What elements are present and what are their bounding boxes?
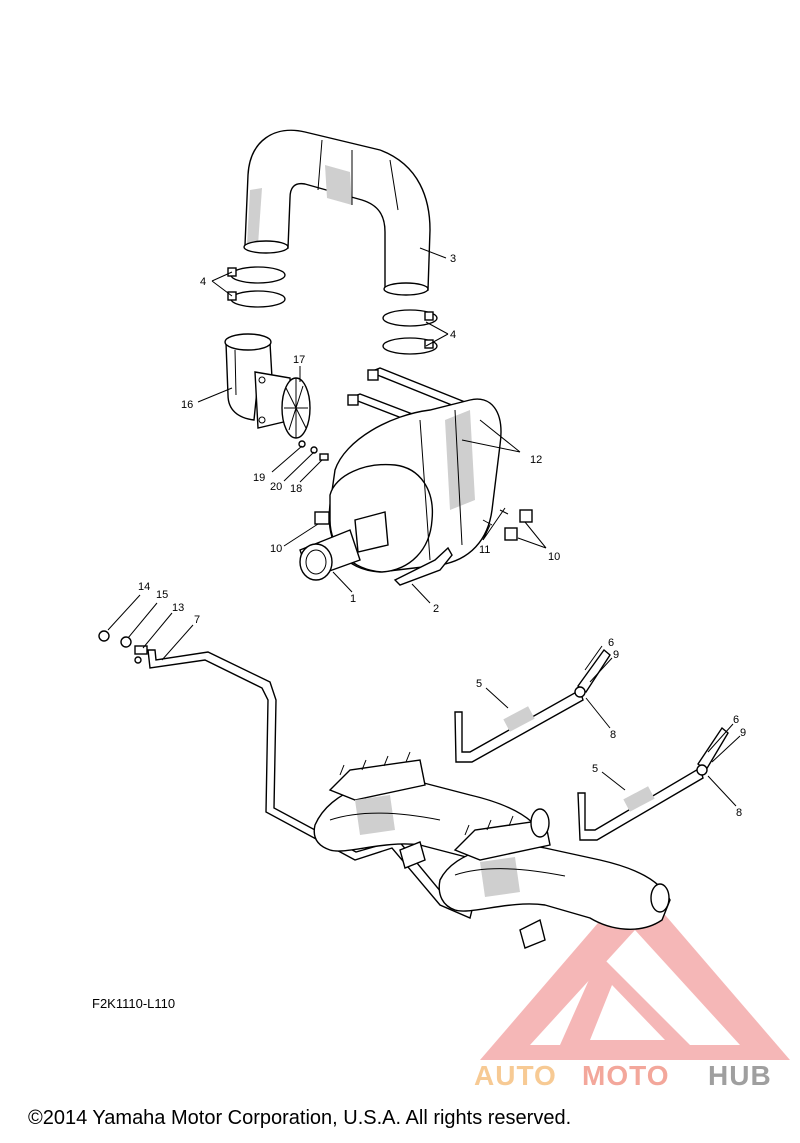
callout-labels: 3 4 4 17 16 12 19 20 18 10 11 10 1 2 14 … bbox=[138, 253, 746, 819]
bracket-part bbox=[393, 546, 453, 586]
diagram-reference-code: F2K1110-L110 bbox=[92, 996, 175, 1011]
callout-9-upper: 9 bbox=[613, 649, 619, 661]
small-fasteners bbox=[298, 440, 329, 461]
leader-lines bbox=[107, 247, 741, 807]
callout-6-upper: 6 bbox=[608, 637, 614, 649]
callout-8-lower: 8 bbox=[736, 807, 742, 819]
callout-14: 14 bbox=[138, 581, 150, 593]
hose-clamps-lower bbox=[382, 309, 438, 355]
small-parts-left bbox=[98, 630, 148, 664]
callout-16: 16 bbox=[181, 399, 193, 411]
callout-10-right: 10 bbox=[548, 551, 560, 563]
callout-10-left: 10 bbox=[270, 543, 282, 555]
callout-8-upper: 8 bbox=[610, 729, 616, 741]
watermark-text-hub: HUB bbox=[708, 1060, 772, 1091]
callout-6-lower: 6 bbox=[733, 714, 739, 726]
callout-15: 15 bbox=[156, 589, 168, 601]
copyright-notice: ©2014 Yamaha Motor Corporation, U.S.A. A… bbox=[28, 1107, 571, 1129]
callout-9-lower: 9 bbox=[740, 727, 746, 739]
callout-2: 2 bbox=[433, 603, 439, 615]
callout-13: 13 bbox=[172, 602, 184, 614]
callout-4-upper: 4 bbox=[200, 276, 206, 288]
callout-3: 3 bbox=[450, 253, 456, 265]
watermark-logo: AUTO MOTO HUB bbox=[474, 880, 790, 1091]
callout-20: 20 bbox=[270, 481, 282, 493]
watermark-text-moto: MOTO bbox=[582, 1060, 669, 1091]
callout-5-lower: 5 bbox=[592, 763, 598, 775]
hose-assembly-lower bbox=[577, 726, 729, 841]
screen-grill-part bbox=[281, 377, 311, 439]
callout-4-lower: 4 bbox=[450, 329, 456, 341]
callout-7: 7 bbox=[194, 614, 200, 626]
callout-12: 12 bbox=[530, 454, 542, 466]
clips-right bbox=[482, 509, 533, 541]
callout-5-upper: 5 bbox=[476, 678, 482, 690]
callout-19: 19 bbox=[253, 472, 265, 484]
callout-17: 17 bbox=[293, 354, 305, 366]
intake-manifold-assembly bbox=[313, 751, 671, 949]
hose-assembly-upper bbox=[454, 648, 611, 763]
callout-11: 11 bbox=[479, 544, 490, 556]
intake-duct-part bbox=[243, 129, 431, 296]
air-box-part bbox=[299, 398, 502, 581]
callout-1: 1 bbox=[350, 593, 356, 605]
watermark-text-auto: AUTO bbox=[474, 1060, 557, 1091]
hose-clamps-upper bbox=[227, 266, 286, 308]
callout-18: 18 bbox=[290, 483, 302, 495]
